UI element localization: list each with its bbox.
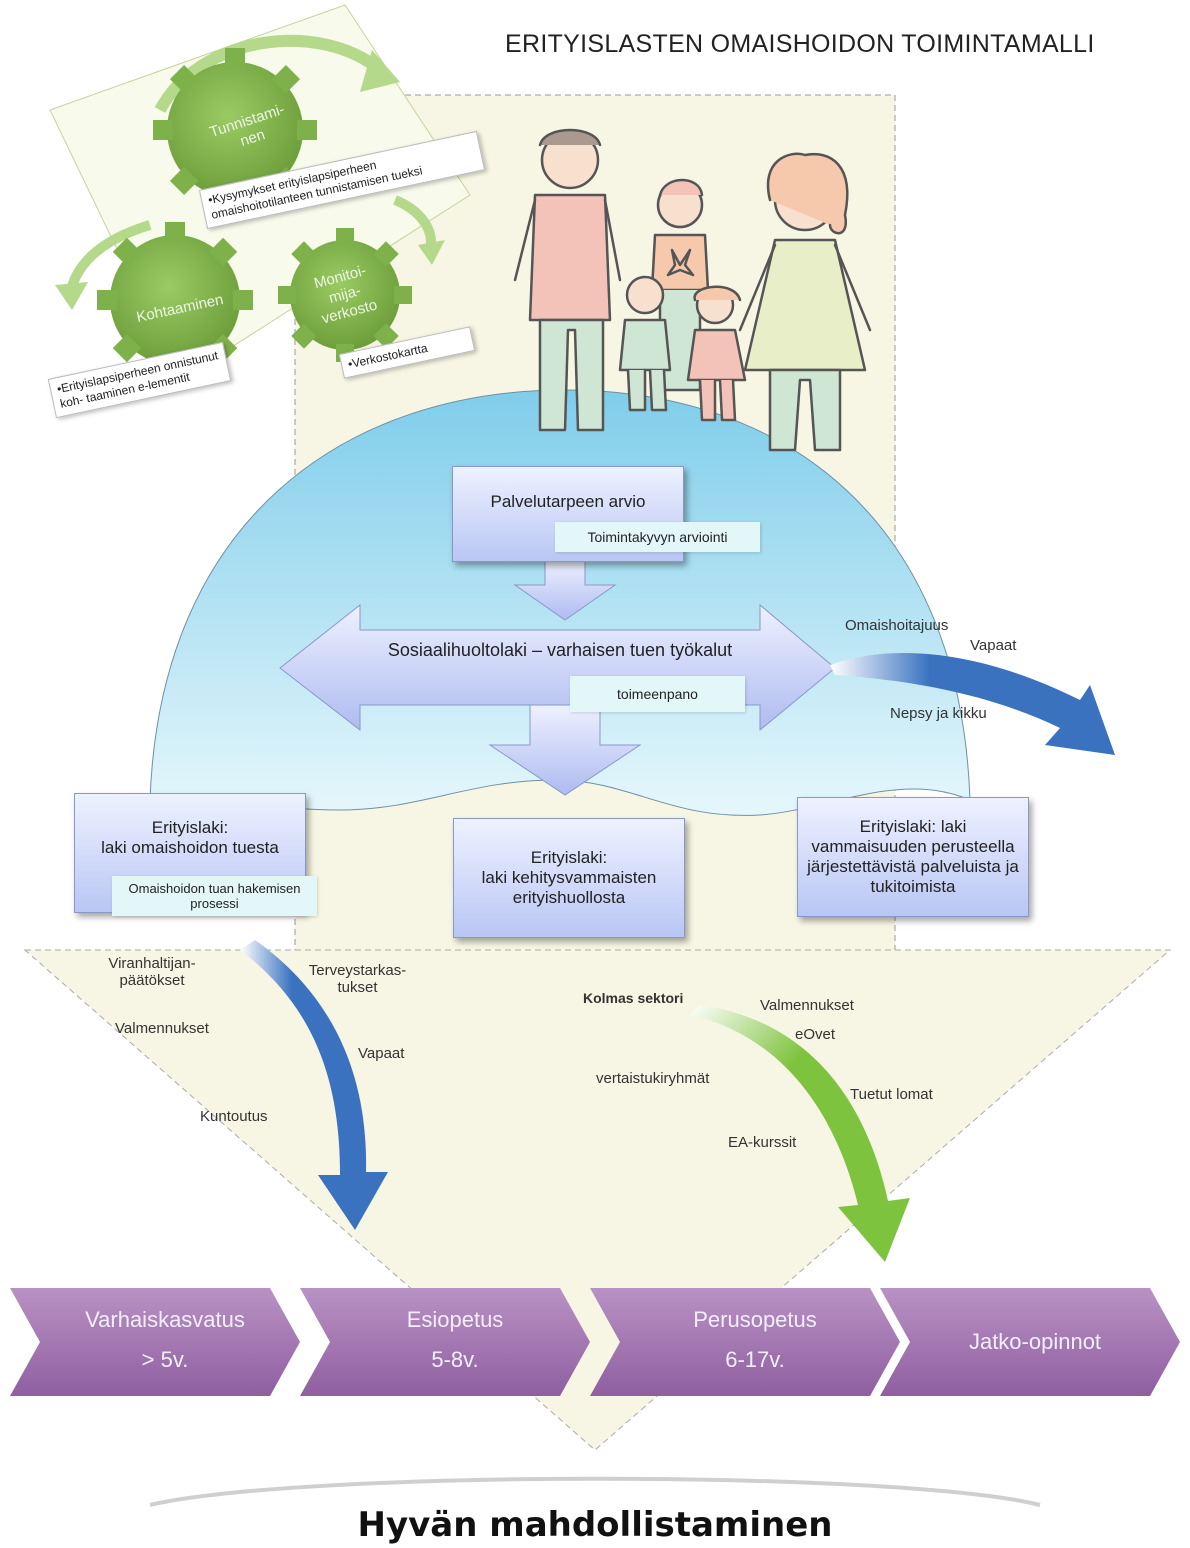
right-blue-arrow — [830, 652, 1115, 755]
left-blue-arrow — [240, 940, 388, 1230]
sector-word-ea-kurssit: EA-kurssit — [728, 1134, 797, 1151]
chevron-2 — [300, 1288, 590, 1396]
arrow-sublabel-toimeenpano: toimeenpano — [570, 676, 745, 712]
arrow-label-sosiaalihuoltolaki: Sosiaalihuoltolaki – varhaisen tuen työk… — [387, 640, 733, 660]
left-word-terveystarkastukset: Terveystarkas- tukset — [308, 962, 407, 996]
stage-esiopetus: Esiopetus 5-8v. — [330, 1300, 580, 1379]
stage-2-name: Esiopetus — [406, 1307, 504, 1332]
green-arrow — [690, 1005, 910, 1262]
right-word-vapaat: Vapaat — [970, 637, 1017, 654]
stage-1-age: > 5v. — [141, 1346, 189, 1372]
stage-2-age: 5-8v. — [431, 1346, 479, 1372]
left-word-vapaat: Vapaat — [358, 1045, 405, 1062]
box-toimintakyky-sublabel: Toimintakyvyn arviointi — [555, 522, 760, 552]
page-title: ERITYISLASTEN OMAISHOIDON TOIMINTAMALLI — [505, 30, 1095, 58]
law-box-vammaispalvelu: Erityislaki: laki vammaisuuden perusteel… — [797, 797, 1029, 917]
stage-3-name: Perusopetus — [693, 1307, 817, 1332]
right-word-nepsy: Nepsy ja kikku — [890, 705, 987, 722]
down-arrow-1 — [513, 559, 617, 621]
stage-1-name: Varhaiskasvatus — [85, 1307, 245, 1332]
stage-varhaiskasvatus: Varhaiskasvatus > 5v. — [40, 1300, 290, 1379]
law-box-3-line2: vammaisuuden perusteella järjestettävist… — [807, 837, 1019, 896]
law-box-1-line1: Erityislaki: — [151, 818, 229, 837]
footer-swoosh — [149, 1476, 1041, 1507]
chevron-1 — [10, 1288, 300, 1396]
stage-4-name: Jatko-opinnot — [968, 1329, 1102, 1354]
sector-word-vertaistukiryhmat: vertaistukiryhmät — [596, 1070, 710, 1087]
box-palvelutarpeen-arvio-label: Palvelutarpeen arvio — [490, 491, 646, 511]
stage-perusopetus: Perusopetus 6-17v. — [620, 1300, 890, 1379]
law-box-3-line1: Erityislaki: laki — [859, 817, 967, 836]
chevron-4 — [880, 1288, 1180, 1396]
left-word-valmennukset: Valmennukset — [115, 1020, 209, 1037]
stage-3-age: 6-17v. — [725, 1346, 785, 1372]
left-word-viranhaltijan: Viranhaltijan- päätökset — [108, 955, 196, 989]
left-word-kuntoutus: Kuntoutus — [200, 1108, 268, 1125]
gear-icon — [153, 48, 317, 212]
footer-title: Hyvän mahdollistaminen — [357, 1505, 833, 1545]
law-box-2-line1: Erityislaki: — [530, 848, 608, 867]
law-box-kehitysvammaiset: Erityislaki: laki kehitysvammaisten erit… — [453, 818, 685, 938]
chevron-3 — [590, 1288, 900, 1396]
sector-word-valmennukset: Valmennukset — [760, 997, 854, 1014]
sector-word-tuetut-lomat: Tuetut lomat — [850, 1086, 933, 1103]
sector-word-eovet: eOvet — [795, 1026, 836, 1043]
right-word-omaishoitajuus: Omaishoitajuus — [845, 617, 949, 634]
family-illustration-icon — [513, 128, 872, 452]
law-box-1-line2: laki omaishoidon tuesta — [101, 838, 279, 857]
kolmas-sektori-heading: Kolmas sektori — [583, 990, 684, 1006]
law-box-1-sublabel: Omaishoidon tuan hakemisen prosessi — [112, 876, 317, 916]
law-box-2-line2: laki kehitysvammaisten erityishuollosta — [481, 868, 657, 907]
stage-jatko-opinnot: Jatko-opinnot — [910, 1322, 1160, 1362]
